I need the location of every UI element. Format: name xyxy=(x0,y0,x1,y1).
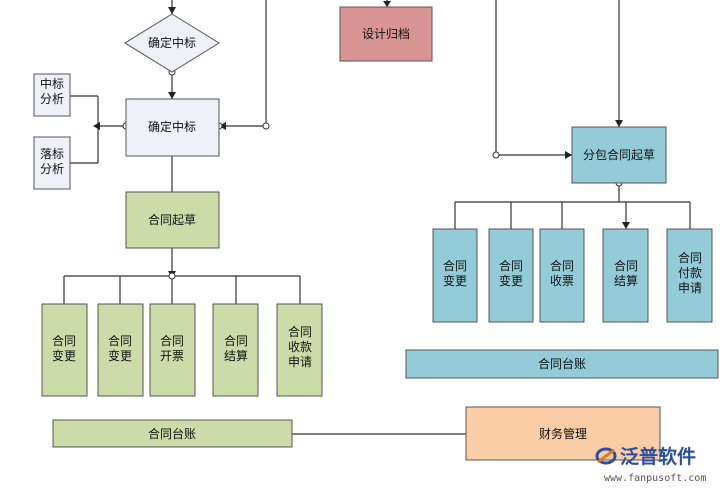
left-child-5: 合同收款申请 xyxy=(276,303,323,397)
watermark-brand: 泛普软件 xyxy=(620,445,696,468)
bid-win-label: 中标分析 xyxy=(40,76,64,106)
left-child-3-label: 合同开票 xyxy=(160,333,184,363)
bid-lose-label: 落标分析 xyxy=(40,147,64,176)
left-child-2: 合同变更 xyxy=(97,303,144,397)
fanpu-logo-icon xyxy=(595,447,617,465)
right-child-4: 合同结算 xyxy=(602,228,649,323)
node-design-archive: 设计归档 xyxy=(339,6,433,62)
node-ledger-right: 合同台账 xyxy=(405,349,719,379)
watermark: 泛普软件 www.fanpusoft.com xyxy=(595,445,706,484)
connectors-left xyxy=(63,0,466,435)
contract-draft-label: 合同起草 xyxy=(148,212,196,227)
finance-label: 财务管理 xyxy=(539,426,587,441)
right-child-5-label: 合同付款申请 xyxy=(678,250,702,295)
left-child-2-label: 合同变更 xyxy=(108,333,132,363)
node-finance: 财务管理 xyxy=(465,406,661,461)
ledger-left-label: 合同台账 xyxy=(148,426,196,441)
right-child-3-label: 合同收票 xyxy=(550,258,574,288)
node-sub-contract-draft: 分包合同起草 xyxy=(571,126,667,184)
left-child-4-label: 合同结算 xyxy=(224,333,248,363)
left-child-3: 合同开票 xyxy=(149,303,196,397)
node-contract-draft: 合同起草 xyxy=(125,191,220,249)
design-archive-label: 设计归档 xyxy=(362,27,410,41)
watermark-url: www.fanpusoft.com xyxy=(604,473,706,484)
left-child-4: 合同结算 xyxy=(212,303,259,397)
confirm-bid-label: 确定中标 xyxy=(148,119,196,134)
ledger-right-label: 合同台账 xyxy=(538,356,586,371)
node-confirm-bid: 确定中标 xyxy=(125,98,220,157)
right-child-3: 合同收票 xyxy=(539,228,585,323)
right-child-1: 合同变更 xyxy=(432,228,478,323)
node-bid-win-analysis: 中标分析 xyxy=(33,73,71,117)
left-child-5-label: 合同收款申请 xyxy=(288,324,312,369)
left-child-1-label: 合同变更 xyxy=(52,333,76,363)
right-child-4-label: 合同结算 xyxy=(614,258,638,288)
right-child-2: 合同变更 xyxy=(488,228,534,323)
sub-contract-draft-label: 分包合同起草 xyxy=(583,147,655,162)
decision-label: 确定中标 xyxy=(148,35,196,50)
right-child-2-label: 合同变更 xyxy=(499,258,523,288)
arrows-right xyxy=(383,1,630,229)
node-ledger-left: 合同台账 xyxy=(52,419,293,448)
decision-confirm-bid: 确定中标 xyxy=(124,13,220,73)
left-child-1: 合同变更 xyxy=(41,303,88,397)
node-bid-lose-analysis: 落标分析 xyxy=(33,136,71,190)
right-child-1-label: 合同变更 xyxy=(443,258,467,288)
right-child-5: 合同付款申请 xyxy=(666,228,713,323)
